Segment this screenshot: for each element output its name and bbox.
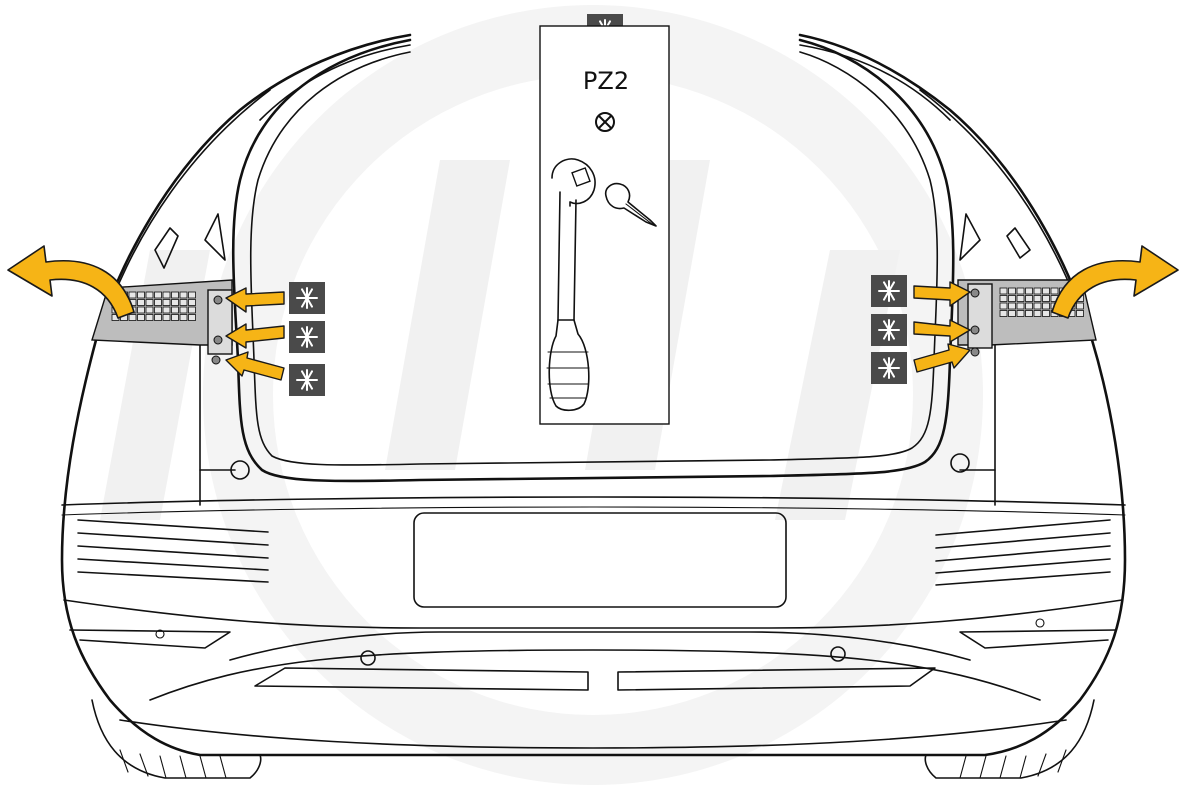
lamp-lens-cell	[1076, 310, 1084, 317]
lamp-lens-cell	[179, 299, 188, 306]
lamp-lens-cell	[171, 299, 179, 306]
lamp-lens-cell	[1025, 295, 1033, 302]
special-screw-badge	[289, 321, 325, 353]
lamp-lens-cell	[171, 306, 179, 314]
lamp-lens-cell	[145, 306, 154, 314]
vehicle-rear	[60, 33, 1127, 779]
right-lamp-housing	[967, 283, 993, 349]
lamp-lens-cell	[188, 299, 196, 306]
lamp-lens-cell	[1042, 287, 1050, 295]
lamp-lens-cell	[137, 299, 145, 306]
curved-arrow-left-icon	[7, 245, 135, 319]
pointer-arrow-icon	[225, 323, 285, 349]
lamp-lens-cell	[188, 291, 196, 299]
left-vent-slats	[77, 519, 269, 583]
lamp-lens-cell	[162, 291, 171, 299]
lamp-lens-cell	[1025, 302, 1033, 310]
lamp-lens-cell	[179, 314, 188, 321]
tool-panel-frame	[539, 25, 670, 425]
pointer-arrow-icon	[913, 343, 971, 373]
pointer-arrow-icon	[225, 351, 285, 381]
curved-arrow-right-icon	[1051, 245, 1179, 319]
lamp-lens-cell	[179, 306, 188, 314]
lamp-lens-cell	[1033, 295, 1042, 302]
lamp-lens-cell	[188, 306, 196, 314]
lamp-lens-cell	[154, 306, 162, 314]
lamp-lens-cell	[1016, 295, 1025, 302]
special-screw-badge	[871, 352, 907, 384]
pointer-arrow-icon	[913, 319, 971, 343]
lamp-lens-cell	[1025, 310, 1033, 317]
lamp-lens-cell	[1008, 302, 1016, 310]
tool-panel: PZ2	[539, 25, 670, 425]
special-screw-badge	[871, 314, 907, 346]
special-screw-badge	[871, 275, 907, 307]
lamp-lens-cell	[154, 291, 162, 299]
lamp-lens-cell	[145, 299, 154, 306]
lamp-lens-cell	[145, 314, 154, 321]
lamp-lens-cell	[999, 295, 1008, 302]
lamp-lens-cell	[188, 314, 196, 321]
lamp-lens-cell	[1008, 310, 1016, 317]
lamp-lens-cell	[1033, 310, 1042, 317]
right-screw-1	[970, 288, 980, 298]
right-screw-2	[970, 325, 980, 335]
lamp-lens-cell	[179, 291, 188, 299]
lamp-lens-cell	[999, 302, 1008, 310]
lamp-lens-cell	[162, 314, 171, 321]
lamp-lens-cell	[1076, 302, 1084, 310]
lamp-lens-cell	[128, 291, 137, 299]
lamp-lens-cell	[1050, 287, 1059, 295]
lamp-lens-cell	[162, 306, 171, 314]
lamp-lens-cell	[162, 299, 171, 306]
pointer-arrow-icon	[913, 281, 971, 307]
right-vent-slats	[935, 519, 1111, 586]
right-pointer-arrows	[913, 281, 971, 373]
lamp-lens-cell	[1025, 287, 1033, 295]
left-screw-2	[213, 335, 223, 345]
lamp-lens-cell	[1016, 302, 1025, 310]
lamp-lens-cell	[137, 291, 145, 299]
lamp-lens-cell	[1042, 295, 1050, 302]
license-plate-recess	[413, 512, 787, 608]
lamp-lens-cell	[999, 310, 1008, 317]
lamp-lens-cell	[128, 314, 137, 321]
lamp-lens-cell	[1033, 302, 1042, 310]
lamp-lens-cell	[1008, 287, 1016, 295]
lamp-lens-cell	[1042, 302, 1050, 310]
lamp-lens-cell	[999, 287, 1008, 295]
lamp-lens-cell	[137, 306, 145, 314]
left-screw-1	[213, 295, 223, 305]
lamp-lens-cell	[171, 291, 179, 299]
left-pointer-arrows	[225, 287, 285, 381]
right-screw-3	[970, 347, 980, 357]
lamp-lens-cell	[137, 314, 145, 321]
lamp-lens-cell	[1042, 310, 1050, 317]
bit-size-label: PZ2	[583, 67, 629, 95]
pointer-arrow-icon	[225, 287, 285, 313]
special-screw-badge	[289, 364, 325, 396]
lamp-lens-cell	[154, 299, 162, 306]
lamp-lens-cell	[1033, 287, 1042, 295]
lamp-lens-cell	[1016, 310, 1025, 317]
left-screw-3	[211, 355, 221, 365]
lamp-lens-cell	[1008, 295, 1016, 302]
lamp-lens-cell	[1016, 287, 1025, 295]
phillips-screw-head-icon	[595, 112, 615, 132]
special-screw-badge	[289, 282, 325, 314]
ratchet-wrench-with-bit-icon	[546, 158, 657, 412]
lamp-lens-cell	[171, 314, 179, 321]
lamp-lens-cell	[154, 314, 162, 321]
lamp-lens-cell	[145, 291, 154, 299]
